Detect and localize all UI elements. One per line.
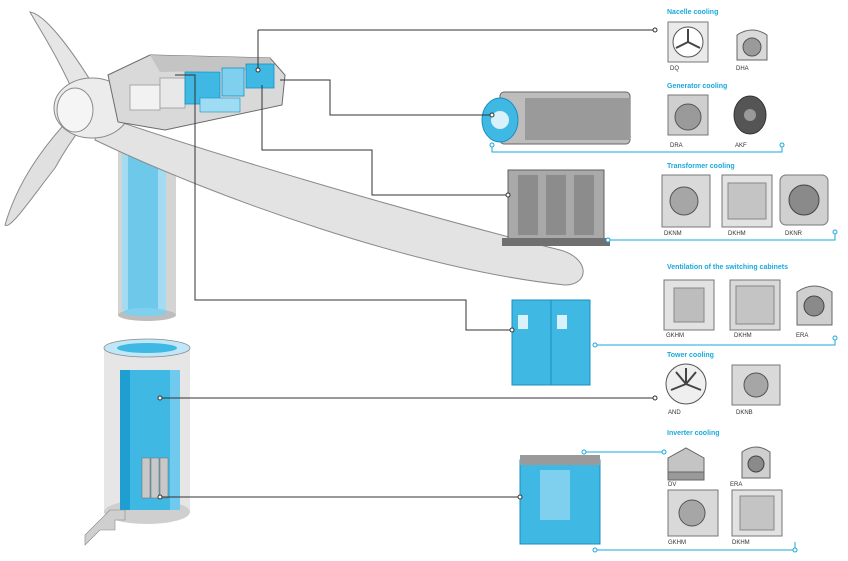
transformer — [502, 169, 610, 246]
box-fan-icon — [663, 279, 715, 331]
product-label: DV — [668, 482, 677, 488]
box-fan-icon — [721, 174, 773, 228]
nacelle — [107, 54, 286, 131]
product-label: DKHM — [734, 333, 752, 339]
product-label: GKHM — [668, 540, 686, 546]
section-title-generator-cooling: Generator cooling — [667, 83, 728, 90]
product-label: DKNB — [736, 410, 753, 416]
axial-fan-icon — [733, 95, 767, 135]
box-fan-icon — [731, 489, 783, 537]
product-label: DRA — [670, 143, 683, 149]
section-title-transformer-cooling: Transformer cooling — [667, 163, 735, 170]
product-label: GKHM — [666, 333, 684, 339]
axial-fan-icon — [667, 21, 709, 63]
box-fan-icon — [731, 364, 781, 406]
product-label: DKHM — [728, 231, 746, 237]
centrifugal-fan-icon — [796, 285, 833, 326]
generator-cooler — [481, 91, 631, 145]
centrifugal-fan-icon — [667, 94, 709, 136]
product-label: AKF — [735, 143, 747, 149]
product-label: DKNR — [785, 231, 803, 237]
switching-cabinet — [511, 299, 591, 386]
product-label: AND — [668, 410, 681, 416]
centrifugal-fan-icon — [741, 446, 771, 479]
box-fan-icon — [661, 174, 711, 228]
bracket-dots — [489, 142, 838, 553]
product-label: DKNM — [664, 231, 682, 237]
tower-lower — [84, 338, 191, 546]
section-title-tower-cooling: Tower cooling — [667, 352, 714, 359]
rotor-hub — [53, 77, 131, 139]
section-title-nacelle-cooling: Nacelle cooling — [667, 9, 719, 16]
product-label: DHA — [736, 66, 749, 72]
product-label: ERA — [796, 333, 809, 339]
centrifugal-fan-icon — [779, 174, 829, 226]
connector-dots — [157, 27, 658, 500]
product-label: DQ — [670, 66, 679, 72]
section-title-switching-cabinets: Ventilation of the switching cabinets — [667, 264, 788, 271]
box-fan-icon — [667, 489, 719, 537]
roof-fan-icon — [667, 447, 705, 481]
box-fan-icon — [729, 279, 781, 331]
tower-upper — [118, 150, 176, 321]
inverter-cabinet — [519, 455, 601, 545]
centrifugal-fan-icon — [736, 29, 768, 61]
rotor-blades — [4, 11, 584, 286]
section-title-inverter-cooling: Inverter cooling — [667, 430, 720, 437]
axial-fan-icon — [665, 363, 707, 405]
product-label: DKHM — [732, 540, 750, 546]
connector-lines — [160, 29, 655, 498]
product-label: ERA — [730, 482, 743, 488]
